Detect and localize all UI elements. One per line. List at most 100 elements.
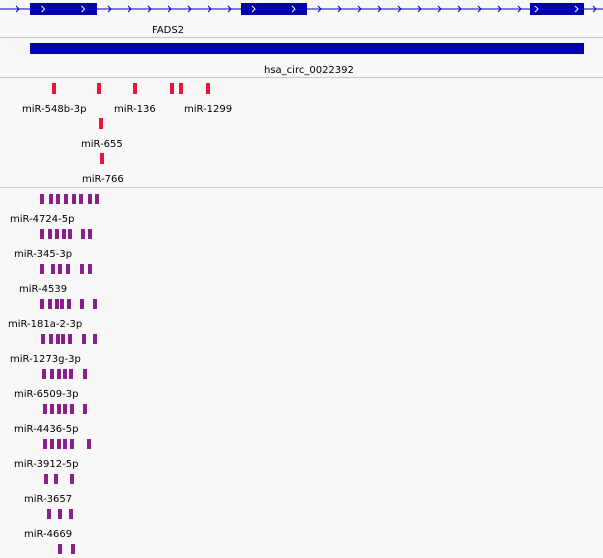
mirna-site bbox=[50, 439, 54, 449]
chevron-right-icon bbox=[147, 5, 152, 13]
mirna-site bbox=[62, 229, 66, 239]
mirna-site bbox=[40, 299, 44, 309]
mirna-site bbox=[71, 544, 75, 554]
mirna-site bbox=[70, 404, 74, 414]
track-separator bbox=[0, 187, 603, 188]
mirna-site bbox=[57, 369, 61, 379]
mirna-label: miR-4724-5p bbox=[10, 214, 75, 225]
mirna-site bbox=[80, 264, 84, 274]
mirna-site bbox=[56, 334, 60, 344]
mirna-site bbox=[83, 369, 87, 379]
mirna-site bbox=[48, 229, 52, 239]
mirna-site bbox=[58, 544, 62, 554]
mirna-label: miR-6509-3p bbox=[14, 389, 79, 400]
mirna-site bbox=[52, 83, 56, 94]
mirna-label: miR-4436-5p bbox=[14, 424, 79, 435]
mirna-site bbox=[44, 474, 48, 484]
mirna-site bbox=[58, 264, 62, 274]
mirna-site bbox=[55, 299, 59, 309]
mirna-site bbox=[61, 334, 65, 344]
mirna-site bbox=[170, 83, 174, 94]
gene-exon bbox=[241, 3, 307, 15]
mirna-site bbox=[54, 474, 58, 484]
chevron-right-icon bbox=[477, 5, 482, 13]
chevron-right-icon bbox=[357, 5, 362, 13]
mirna-site bbox=[179, 83, 183, 94]
mirna-site bbox=[49, 334, 53, 344]
chevron-right-icon bbox=[41, 5, 46, 13]
chevron-right-icon bbox=[397, 5, 402, 13]
mirna-site bbox=[48, 299, 52, 309]
mirna-site bbox=[206, 83, 210, 94]
mirna-site bbox=[68, 334, 72, 344]
mirna-site bbox=[55, 229, 59, 239]
mirna-site bbox=[80, 299, 84, 309]
mirna-label: miR-3657 bbox=[24, 494, 73, 505]
mirna-site bbox=[88, 194, 92, 204]
chevron-right-icon bbox=[187, 5, 192, 13]
chevron-right-icon bbox=[437, 5, 442, 13]
mirna-site bbox=[57, 404, 61, 414]
mirna-site bbox=[49, 194, 53, 204]
mirna-site bbox=[40, 229, 44, 239]
chevron-right-icon bbox=[534, 5, 539, 13]
mirna-site bbox=[40, 264, 44, 274]
mirna-site bbox=[43, 439, 47, 449]
chevron-right-icon bbox=[107, 5, 112, 13]
chevron-right-icon bbox=[517, 5, 522, 13]
chevron-right-icon bbox=[15, 5, 20, 13]
mirna-site bbox=[69, 369, 73, 379]
mirna-site bbox=[82, 334, 86, 344]
mirna-site bbox=[87, 439, 91, 449]
mirna-site bbox=[133, 83, 137, 94]
mirna-site bbox=[42, 369, 46, 379]
chevron-right-icon bbox=[81, 5, 86, 13]
mirna-label: miR-136 bbox=[114, 104, 156, 115]
mirna-site bbox=[41, 334, 45, 344]
gene-exon bbox=[30, 3, 97, 15]
circrna-feature bbox=[30, 43, 584, 54]
mirna-label: miR-4539 bbox=[19, 284, 68, 295]
mirna-site bbox=[88, 229, 92, 239]
mirna-site bbox=[57, 439, 61, 449]
chevron-right-icon bbox=[291, 5, 296, 13]
mirna-label: miR-1273g-3p bbox=[10, 354, 81, 365]
chevron-right-icon bbox=[207, 5, 212, 13]
chevron-right-icon bbox=[127, 5, 132, 13]
chevron-right-icon bbox=[497, 5, 502, 13]
mirna-site bbox=[56, 194, 60, 204]
mirna-label: miR-1299 bbox=[184, 104, 233, 115]
mirna-site bbox=[58, 509, 62, 519]
chevron-right-icon bbox=[317, 5, 322, 13]
mirna-site bbox=[93, 334, 97, 344]
chevron-right-icon bbox=[457, 5, 462, 13]
mirna-site bbox=[43, 404, 47, 414]
mirna-site bbox=[70, 439, 74, 449]
chevron-right-icon bbox=[337, 5, 342, 13]
mirna-site bbox=[83, 404, 87, 414]
circrna-label: hsa_circ_0022392 bbox=[264, 65, 354, 76]
mirna-site bbox=[50, 369, 54, 379]
mirna-label: miR-345-3p bbox=[14, 249, 73, 260]
mirna-label: miR-766 bbox=[82, 174, 124, 185]
mirna-site bbox=[40, 194, 44, 204]
mirna-label: miR-4669 bbox=[24, 529, 73, 540]
chevron-right-icon bbox=[574, 5, 579, 13]
mirna-site bbox=[99, 118, 103, 129]
chevron-right-icon bbox=[377, 5, 382, 13]
mirna-label: miR-3912-5p bbox=[14, 459, 79, 470]
track-separator bbox=[0, 77, 603, 78]
mirna-site bbox=[69, 509, 73, 519]
mirna-site bbox=[88, 264, 92, 274]
chevron-right-icon bbox=[227, 5, 232, 13]
mirna-label: miR-548b-3p bbox=[22, 104, 87, 115]
mirna-site bbox=[66, 264, 70, 274]
mirna-site bbox=[68, 229, 72, 239]
mirna-site bbox=[64, 194, 68, 204]
mirna-site bbox=[79, 194, 83, 204]
mirna-label: miR-181a-2-3p bbox=[8, 319, 83, 330]
mirna-site bbox=[97, 83, 101, 94]
mirna-site bbox=[63, 439, 67, 449]
